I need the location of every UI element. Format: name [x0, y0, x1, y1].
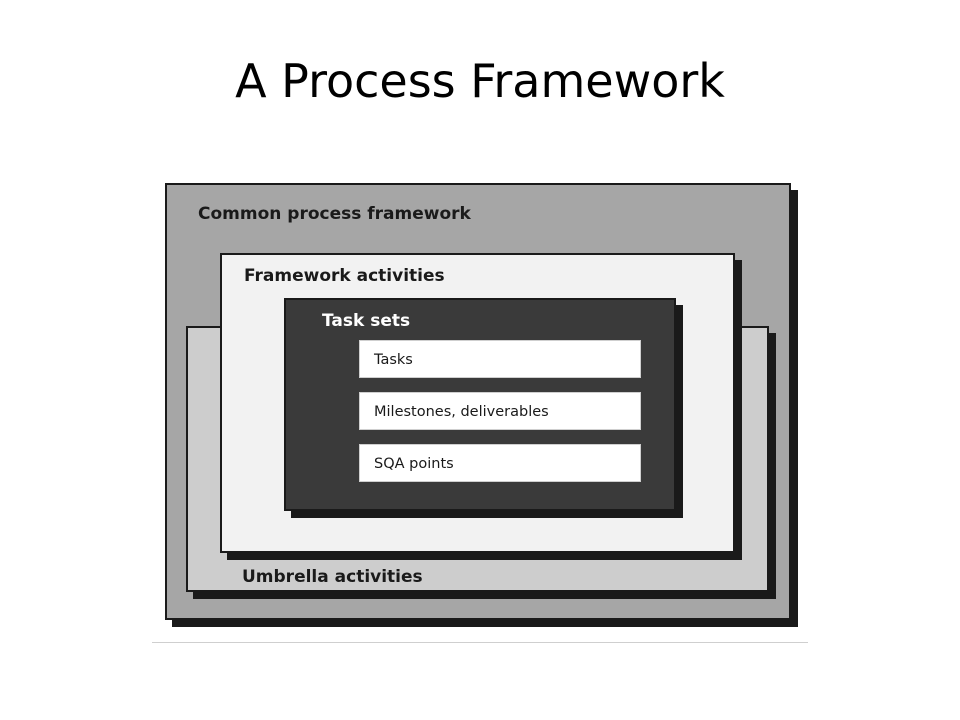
process-framework-diagram: Common process framework Umbrella activi… — [152, 178, 808, 643]
framework-activities-box: Framework activities Task sets Tasks Mil… — [220, 253, 735, 553]
common-process-framework-label: Common process framework — [198, 204, 471, 224]
task-sets-label: Task sets — [322, 311, 411, 331]
task-item-sqa-points: SQA points — [359, 444, 641, 482]
slide-title: A Process Framework — [235, 54, 725, 108]
task-item-milestones-deliverables: Milestones, deliverables — [359, 392, 641, 430]
umbrella-activities-label: Umbrella activities — [242, 567, 423, 587]
task-sets-box: Task sets Tasks Milestones, deliverables… — [284, 298, 676, 511]
task-item-tasks: Tasks — [359, 340, 641, 378]
framework-activities-label: Framework activities — [244, 266, 445, 286]
